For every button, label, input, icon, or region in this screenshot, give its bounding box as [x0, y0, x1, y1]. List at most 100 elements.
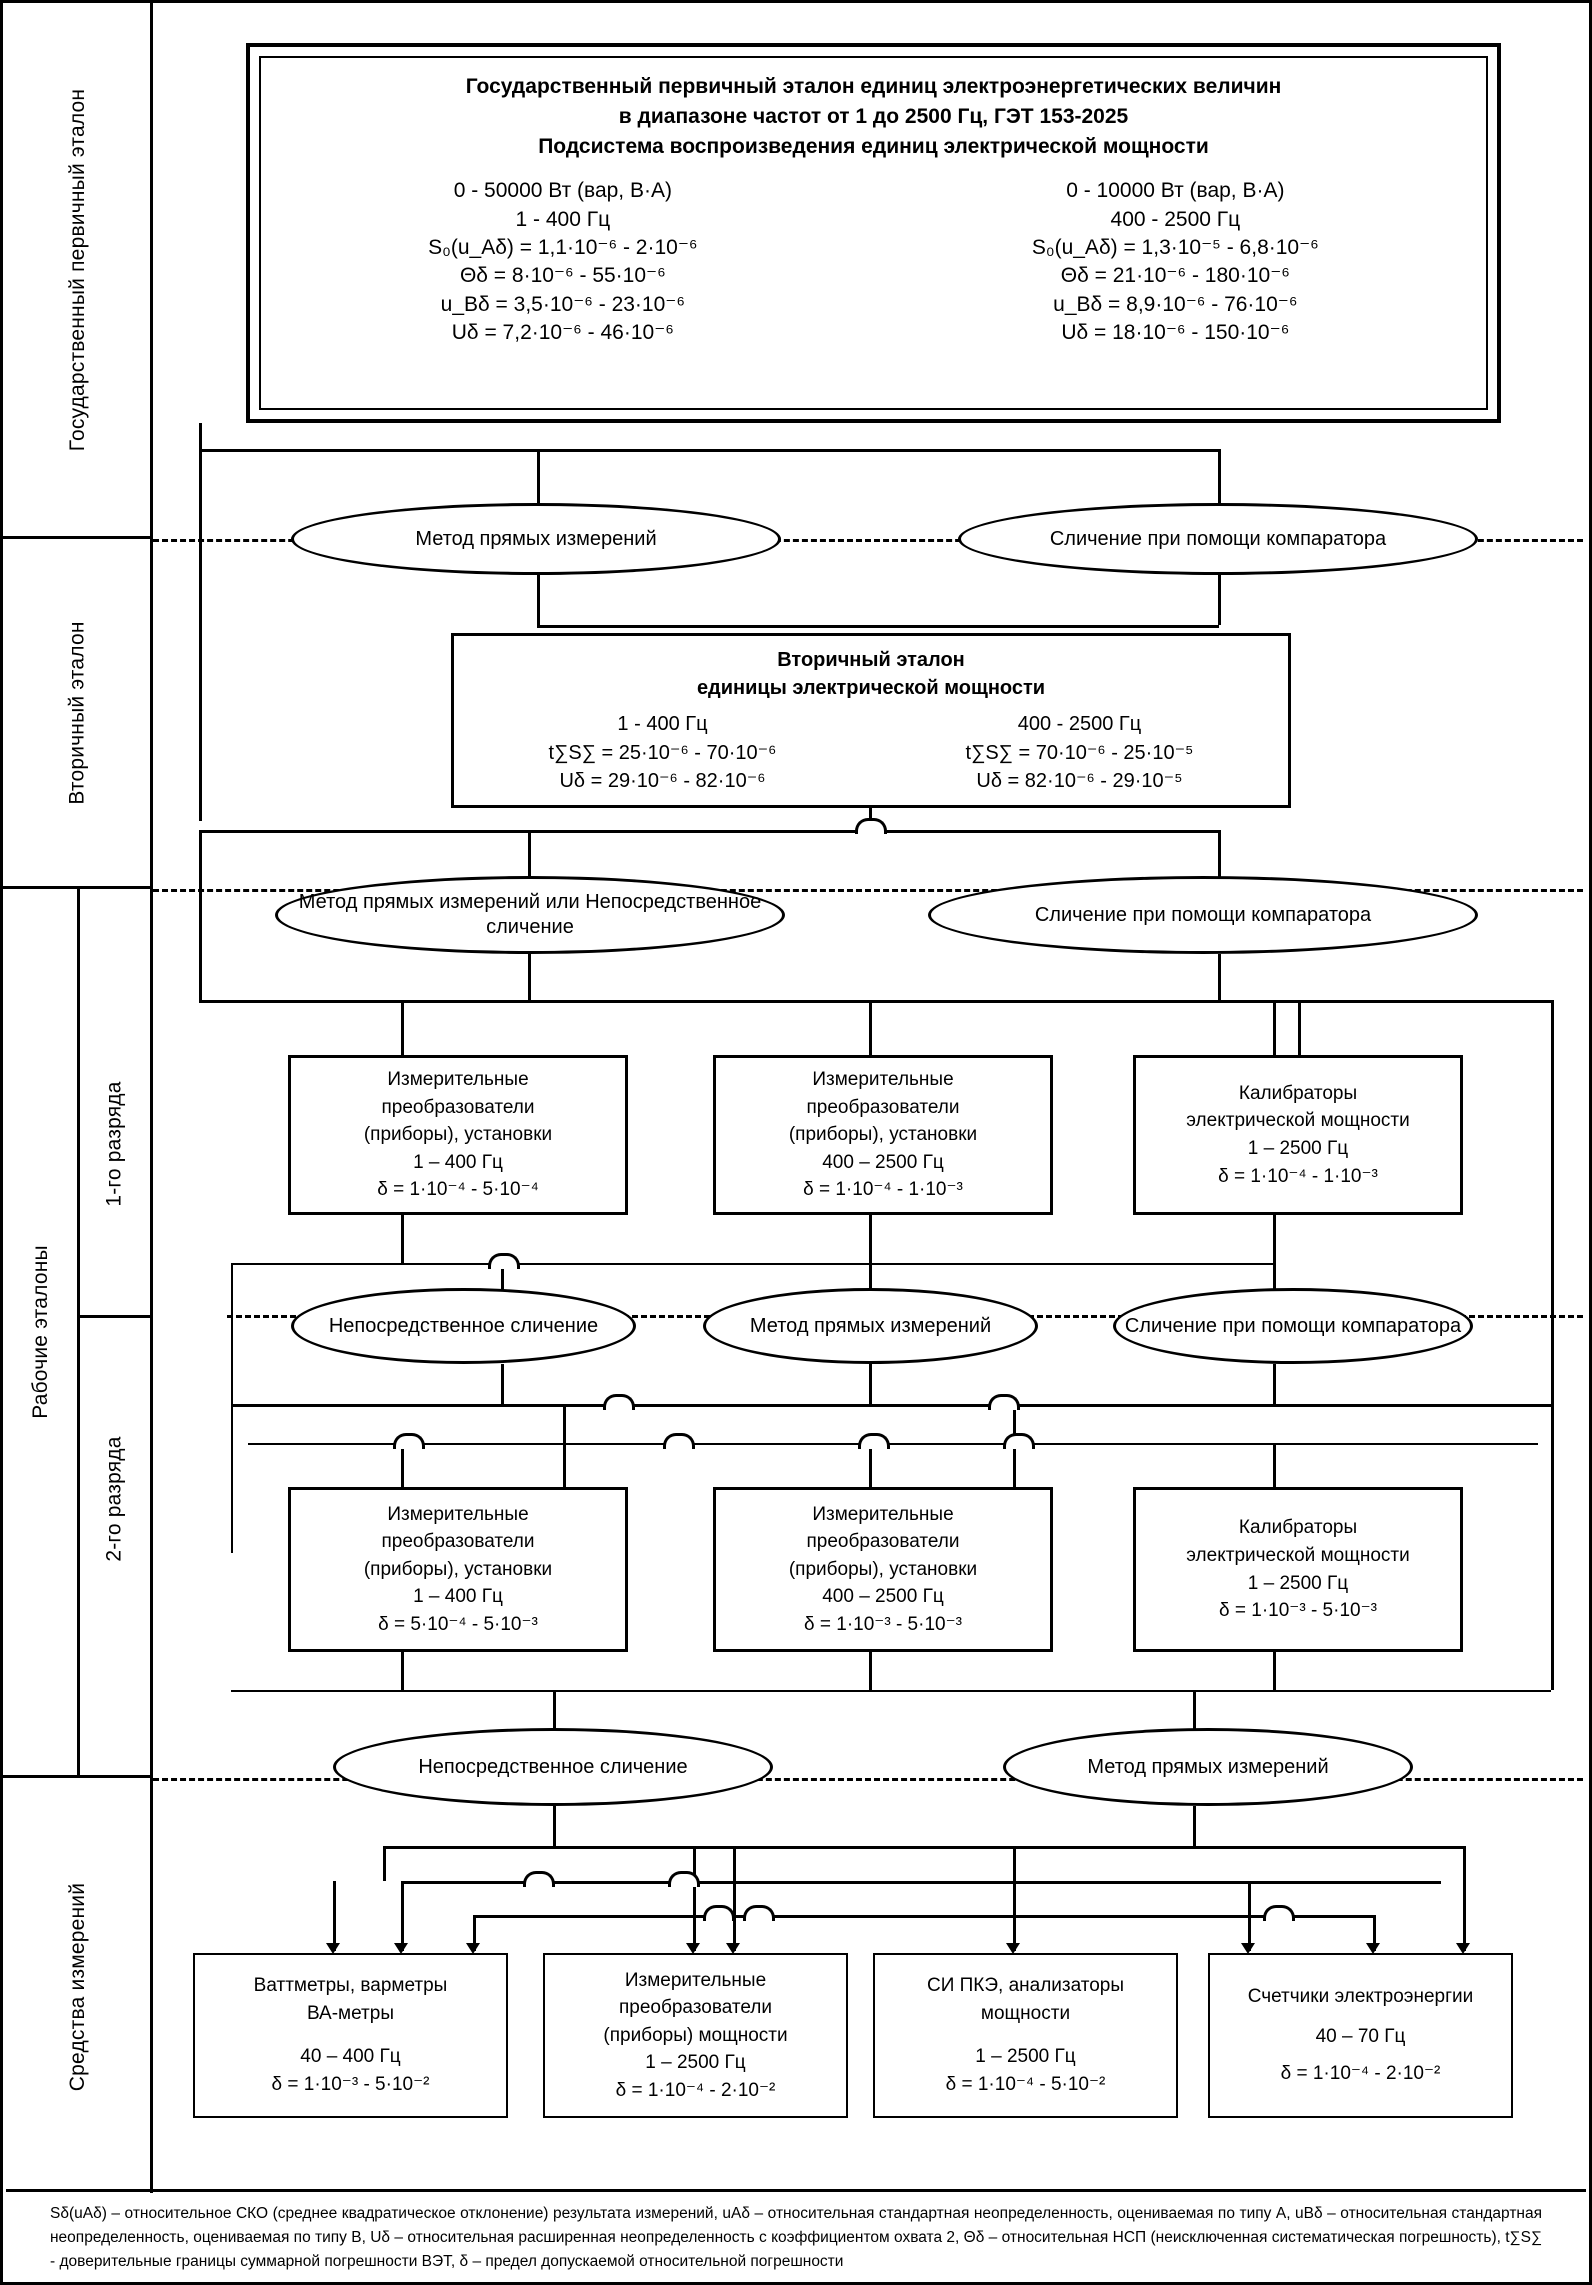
rank2-b2-delta: δ = 1·10⁻³ - 5·10⁻³	[804, 1613, 962, 1635]
lane-rank1-label: 1-го разряда	[103, 1081, 127, 1207]
primary-title-line-2: в диапазоне частот от 1 до 2500 Гц, ГЭТ …	[618, 104, 1129, 128]
conn-to-rank1-box3b	[1298, 1000, 1301, 1055]
rank2-b1-delta: δ = 5·10⁻⁴ - 5·10⁻³	[378, 1613, 538, 1635]
lane-secondary-label: Вторичный эталон	[66, 620, 90, 805]
rank1-b3-l1: Калибраторы	[1238, 1082, 1358, 1104]
rank2-b2-freq: 400 – 2500 Гц	[822, 1586, 944, 1608]
conn-rank2b2-down	[869, 1652, 872, 1690]
conn-rank1-return-bus	[231, 1263, 1273, 1265]
conn-hop-secondary	[855, 818, 887, 834]
secondary-right-u: Uδ = 82·10⁻⁶ - 29·10⁻⁵	[976, 770, 1183, 793]
secondary-right-frequency: 400 - 2500 Гц	[1017, 713, 1142, 736]
conn-to-oval3-mid	[869, 1263, 872, 1299]
conn-to-rank1-box1	[401, 1000, 404, 1055]
primary-right-theta: Θδ = 21·10⁻⁶ - 180·10⁻⁶	[1060, 264, 1290, 288]
arrow-instr1	[326, 1943, 340, 1954]
lane-column: Государственный первичный эталон Вторичн…	[3, 3, 153, 2203]
secondary-params-low-freq: 1 - 400 Гц t∑S∑ = 25·10⁻⁶ - 70·10⁻⁶ Uδ =…	[549, 710, 777, 795]
rank2-b3-l2: электрической мощности	[1186, 1544, 1410, 1566]
conn-rank1-left-rail	[231, 1263, 233, 1553]
conn-oval3l-down	[501, 1364, 504, 1404]
instr-b3-delta: δ = 1·10⁻⁴ - 5·10⁻²	[945, 2074, 1106, 2095]
rank1-b1-l3: (приборы), установки	[363, 1124, 553, 1146]
legend-text: Sδ(uAδ) – относительное СКО (среднее ква…	[50, 2204, 1542, 2270]
dash-sep-secondary-working	[153, 889, 1583, 892]
oval-4-right-label: Метод прямых измерений	[1087, 1755, 1329, 1778]
rank2-b3-freq: 1 – 2500 Гц	[1247, 1572, 1349, 1594]
conn-instr-bus-2	[401, 1881, 1441, 1884]
conn-oval1l-down	[537, 575, 540, 625]
conn-primary-left-down	[199, 449, 202, 821]
conn-rank2-return-bus	[231, 1690, 1551, 1692]
instrument-box-wattmeters: Ваттметры, варметры ВА-метры 40 – 400 Гц…	[193, 1953, 508, 2118]
lane-rank-divider	[77, 1315, 153, 1318]
conn-to-instr4	[1248, 1881, 1251, 1951]
conn-primary-stub	[199, 423, 202, 449]
conn-hop-i4	[743, 1905, 775, 1921]
conn-rank1b2-down	[869, 1215, 872, 1263]
instr-b3-l1: СИ ПКЭ, анализаторы	[926, 1974, 1125, 1996]
rank2-b2-l1: Измерительные	[812, 1503, 954, 1525]
rank1-box-transducers-low: Измерительные преобразователи (приборы),…	[288, 1055, 628, 1215]
oval-2-right-label: Сличение при помощи компаратора	[1034, 903, 1372, 926]
primary-right-range: 0 - 10000 Вт (вар, В·А)	[1066, 179, 1285, 203]
rank2-box-calibrators: Калибраторы электрической мощности 1 – 2…	[1133, 1487, 1463, 1652]
conn-to-oval4-right	[1193, 1690, 1196, 1730]
conn-right-rail-2	[1551, 1404, 1554, 1444]
rank2-box-transducers-low: Измерительные преобразователи (приборы),…	[288, 1487, 628, 1652]
conn-rail-left-a	[383, 1846, 386, 1881]
legend-footer: Sδ(uAδ) – относительное СКО (среднее ква…	[6, 2188, 1586, 2282]
conn-rank2b1-down	[401, 1652, 404, 1690]
conn-to-rank2-box3	[1273, 1443, 1276, 1487]
conn-secondary-bus	[199, 830, 1221, 833]
rank1-b1-delta: δ = 1·10⁻⁴ - 5·10⁻⁴	[377, 1179, 539, 1201]
dash-sep-working-instruments	[153, 1778, 1583, 1781]
conn-to-rank2-box1b	[563, 1404, 566, 1487]
conn-rank1b3-down	[1273, 1215, 1276, 1263]
instr-b2-l3: (приборы) мощности	[603, 2024, 788, 2046]
primary-left-theta: Θδ = 8·10⁻⁶ - 55·10⁻⁶	[459, 264, 666, 288]
conn-oval4l-down	[553, 1806, 556, 1846]
conn-to-rank1-box3	[1273, 1000, 1276, 1055]
conn-to-rank2-box2	[869, 1443, 872, 1487]
rank1-b3-l2: электрической мощности	[1186, 1110, 1410, 1132]
conn-to-instr2b	[733, 1846, 736, 1951]
arrow-instr1c	[466, 1943, 480, 1954]
rank2-b3-l1: Калибраторы	[1238, 1517, 1358, 1539]
primary-left-ub: u_Bδ = 3,5·10⁻⁶ - 23·10⁻⁶	[440, 292, 686, 316]
arrow-instr4	[1241, 1943, 1255, 1954]
rank1-b3-freq: 1 – 2500 Гц	[1247, 1138, 1349, 1159]
secondary-title-line-2: единицы электрической мощности	[696, 676, 1046, 699]
conn-oval2r-down	[1218, 954, 1221, 1000]
primary-right-sko: S₀(u_Aδ) = 1,3·10⁻⁵ - 6,8·10⁻⁶	[1031, 236, 1319, 260]
primary-right-frequency: 400 - 2500 Гц	[1110, 207, 1241, 231]
arrow-instr2b	[726, 1943, 740, 1954]
rank1-b2-l3: (приборы), установки	[788, 1124, 978, 1146]
rank2-b3-delta: δ = 1·10⁻³ - 5·10⁻³	[1219, 1600, 1377, 1622]
arrow-instr4b	[1366, 1943, 1380, 1954]
lane-working-inner-rule	[77, 889, 80, 1778]
conn-hop-r2b	[988, 1394, 1020, 1410]
conn-hop-r1a	[488, 1253, 520, 1269]
oval-3-right-label: Сличение при помощи компаратора	[1124, 1314, 1462, 1337]
arrow-instr1b	[394, 1943, 408, 1954]
rank2-b1-l3: (приборы), установки	[363, 1558, 553, 1580]
lane-instruments: Средства измерений	[3, 1778, 153, 2196]
arrow-instr3	[1006, 1943, 1020, 1954]
rank1-b2-delta: δ = 1·10⁻⁴ - 1·10⁻³	[803, 1179, 963, 1201]
rank1-b3-delta: δ = 1·10⁻⁴ - 1·10⁻³	[1218, 1165, 1378, 1187]
conn-rank2-bus-upper	[231, 1404, 1551, 1407]
instr-b4-freq: 40 – 70 Гц	[1315, 2026, 1406, 2048]
rank2-b2-l2: преобразователи	[806, 1531, 960, 1553]
instr-b4-l1: Счетчики электроэнергии	[1247, 1985, 1474, 2007]
rank1-b1-l1: Измерительные	[387, 1069, 529, 1091]
instrument-box-energy-meters: Счетчики электроэнергии 40 – 70 Гц δ = 1…	[1208, 1953, 1513, 2118]
secondary-right-ts: t∑S∑ = 70·10⁻⁶ - 25·10⁻⁵	[965, 741, 1194, 764]
arrow-instr4c	[1456, 1943, 1470, 1954]
lane-secondary: Вторичный эталон	[3, 539, 153, 889]
rank1-b2-l2: преобразователи	[806, 1096, 960, 1118]
rank2-box-transducers-high: Измерительные преобразователи (приборы),…	[713, 1487, 1053, 1652]
lane-working-label: Рабочие эталоны	[29, 1245, 53, 1419]
lane-primary: Государственный первичный эталон	[3, 3, 153, 539]
